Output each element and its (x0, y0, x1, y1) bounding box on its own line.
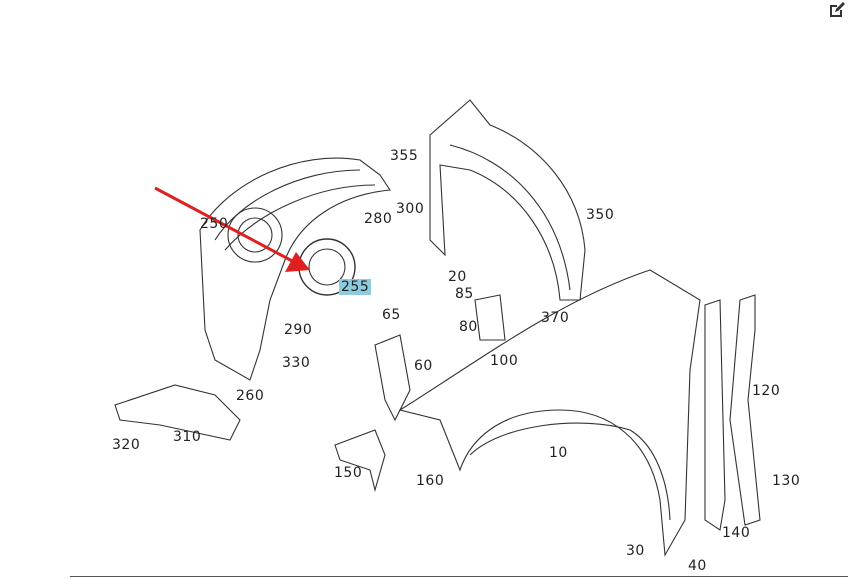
part-label: 350 (586, 207, 615, 223)
part-label-highlighted: 255 (339, 279, 372, 295)
part-label: 330 (282, 355, 311, 371)
part-label: 370 (541, 310, 570, 326)
lower-shield (114, 384, 241, 441)
part-label: 30 (626, 543, 645, 559)
edit-icon[interactable] (828, 1, 846, 19)
bracket-60 (374, 334, 411, 422)
part-label: 355 (390, 148, 419, 164)
part-label: 130 (772, 473, 801, 489)
bottom-divider (70, 576, 848, 577)
wheel-liner-front (429, 99, 586, 301)
wheel-liner-rear (199, 157, 391, 381)
part-label: 100 (490, 353, 519, 369)
part-150 (334, 429, 386, 493)
part-label: 300 (396, 201, 425, 217)
part-label: 120 (752, 383, 781, 399)
bracket-120 (729, 294, 761, 526)
part-label: 280 (364, 211, 393, 227)
part-label: 140 (722, 525, 751, 541)
part-label: 65 (382, 307, 401, 323)
part-label: 20 (448, 269, 467, 285)
part-label: 80 (459, 319, 478, 335)
part-label: 85 (455, 286, 474, 302)
part-label: 40 (688, 558, 707, 574)
part-label: 260 (236, 388, 265, 404)
part-label: 150 (334, 465, 363, 481)
trim-strip-140 (704, 299, 726, 531)
part-label: 290 (284, 322, 313, 338)
part-label: 320 (112, 437, 141, 453)
part-label: 160 (416, 473, 445, 489)
part-label: 10 (549, 445, 568, 461)
fender (398, 269, 701, 557)
part-label: 60 (414, 358, 433, 374)
part-label: 310 (173, 429, 202, 445)
part-label: 250 (200, 216, 229, 232)
bracket-80 (474, 294, 506, 341)
